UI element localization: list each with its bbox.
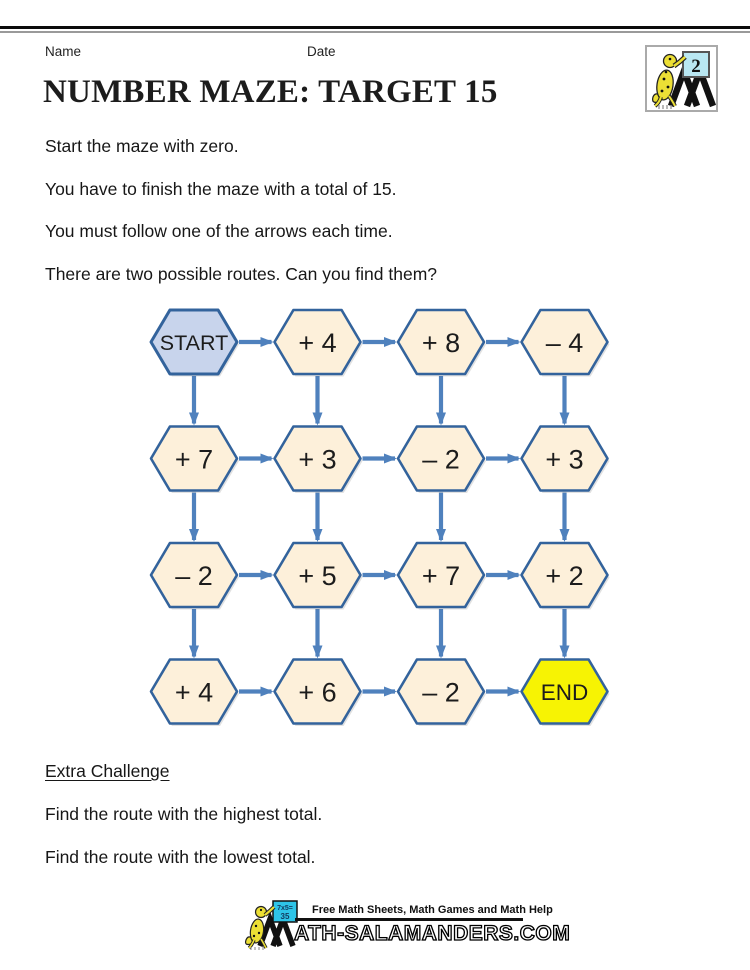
maze-cell-1-1: + 3 [273, 425, 363, 493]
maze-cell-1-0: + 7 [149, 425, 239, 493]
maze-cell-0-3: – 4 [520, 308, 610, 377]
extra-challenge-heading: Extra Challenge [45, 761, 170, 781]
board-line-2: 35 [281, 912, 290, 921]
board-line-1: 7x5= [277, 905, 293, 912]
maze-cell-label: + 3 [298, 445, 336, 475]
maze-cell-3-1: + 6 [273, 658, 363, 726]
maze-cell-0-2: + 8 [396, 308, 486, 377]
maze-cell-2-0: – 2 [149, 541, 239, 610]
maze-cell-2-1: + 5 [273, 541, 363, 610]
maze-graphic: START + 4 + 8 – 4 + 7 + 3 – 2 + 3 – 2 + 5 + 7 + 2 + … [149, 308, 610, 726]
header-rule-top [0, 26, 750, 29]
extra-challenge-line-1: Find the route with the highest total. [45, 804, 323, 824]
footer-rule [295, 918, 523, 921]
math-board-icon: 7x5= 35 [272, 900, 298, 923]
maze-cell-label: + 7 [175, 445, 213, 475]
maze-cell-label: + 8 [422, 328, 460, 358]
maze-cell-1-2: – 2 [396, 425, 486, 493]
maze-cell-label: + 2 [545, 561, 583, 591]
corner-logo-graphic: 2 [651, 51, 717, 109]
name-label: Name [45, 44, 82, 59]
maze-cell-0-0: START [149, 308, 239, 377]
instruction-line-3: You must follow one of the arrows each t… [45, 221, 393, 241]
maze-cell-1-3: + 3 [520, 425, 610, 493]
instruction-line-1: Start the maze with zero. [45, 136, 239, 156]
m-monogram-icon [257, 911, 296, 947]
maze-cell-3-2: – 2 [396, 658, 486, 726]
extra-challenge-line-2: Find the route with the lowest total. [45, 847, 316, 867]
maze-cell-3-3: END [520, 658, 610, 726]
page-title: NUMBER MAZE: TARGET 15 [43, 74, 498, 110]
maze-cell-label: + 7 [422, 561, 460, 591]
salamander-icon [651, 53, 687, 109]
number-card-icon: 2 [682, 51, 710, 78]
maze-cell-2-3: + 2 [520, 541, 610, 610]
maze-cell-label: + 4 [298, 328, 336, 358]
maze-cell-label: – 2 [175, 561, 213, 591]
maze-cell-label: START [160, 331, 229, 355]
maze-cell-2-2: + 7 [396, 541, 486, 610]
maze-cell-label: + 6 [298, 678, 336, 708]
instruction-line-2: You have to finish the maze with a total… [45, 179, 397, 199]
salamander-icon [244, 905, 276, 950]
footer-logo: 7x5= 35 [244, 900, 298, 950]
instruction-line-4: There are two possible routes. Can you f… [45, 264, 438, 284]
maze-cell-label: – 2 [422, 678, 460, 708]
badge-number: 2 [691, 56, 701, 77]
maze-cell-0-1: + 4 [273, 308, 363, 377]
number-maze: START + 4 + 8 – 4 + 7 + 3 – 2 + 3 – 2 + 5 + 7 + 2 + … [100, 295, 660, 745]
maze-cell-label: + 4 [175, 678, 213, 708]
header-rule-bottom [0, 31, 750, 33]
date-label: Date [307, 44, 336, 59]
maze-cell-label: – 2 [422, 445, 460, 475]
corner-logo: 2 [645, 45, 718, 112]
maze-cell-label: + 5 [298, 561, 336, 591]
maze-cell-label: + 3 [545, 445, 583, 475]
footer-site-name: ATH-SALAMANDERS.COM [293, 921, 571, 945]
maze-cell-label: END [541, 680, 589, 705]
maze-cell-label: – 4 [546, 328, 584, 358]
maze-cell-3-0: + 4 [149, 658, 239, 726]
footer-tagline: Free Math Sheets, Math Games and Math He… [312, 904, 553, 916]
